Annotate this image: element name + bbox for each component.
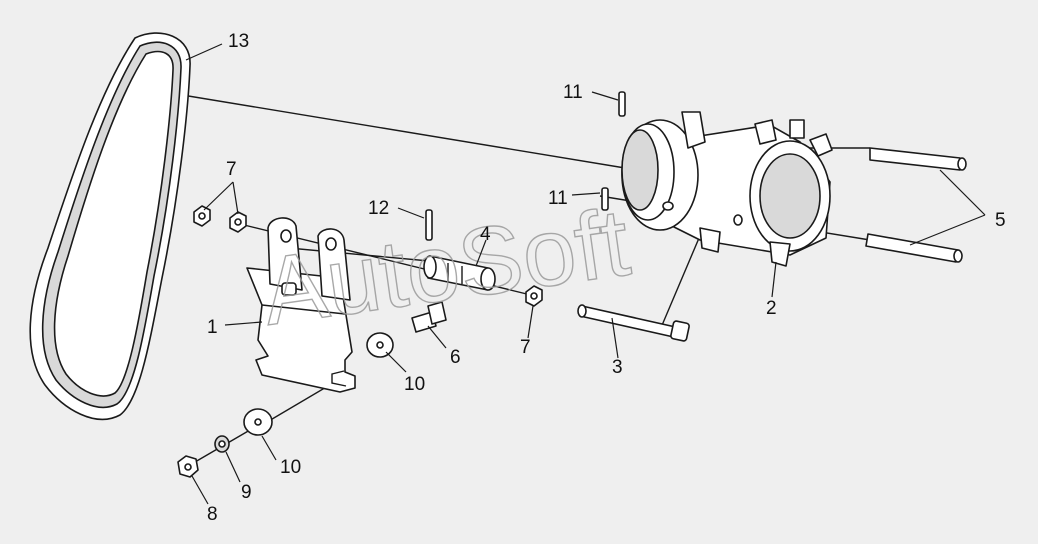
callout-7-upper: 7 — [226, 159, 237, 180]
stud-lower — [865, 233, 963, 263]
callout-13: 13 — [228, 31, 249, 52]
stud-upper — [869, 147, 967, 171]
pin-lower — [601, 187, 609, 211]
short-bolt — [411, 301, 447, 333]
callout-labels: 13 11 11 12 7 4 5 2 1 6 7 3 10 10 9 8 — [207, 31, 1006, 525]
callout-10-upper: 10 — [404, 374, 425, 395]
callout-3: 3 — [612, 357, 623, 378]
pin-upper — [618, 91, 626, 117]
callout-11-lower: 11 — [548, 188, 568, 209]
lock-washer — [214, 435, 230, 453]
compressor — [621, 111, 833, 267]
callout-4: 4 — [480, 224, 491, 245]
mounting-bracket — [246, 217, 356, 393]
nut-bottom — [177, 455, 199, 478]
nut-upper-right — [229, 211, 247, 233]
callout-8: 8 — [207, 504, 218, 525]
callout-12: 12 — [368, 198, 389, 219]
callout-1: 1 — [207, 317, 218, 338]
callout-5: 5 — [995, 210, 1006, 231]
callout-11-upper: 11 — [563, 82, 583, 103]
callout-2: 2 — [766, 298, 777, 319]
flat-washer-lower — [243, 408, 273, 436]
callout-6: 6 — [450, 347, 461, 368]
flat-washer-upper — [366, 332, 394, 358]
nut-upper-left — [193, 205, 211, 227]
leader-lines — [185, 43, 986, 505]
screw — [425, 209, 433, 241]
callout-10-lower: 10 — [280, 457, 301, 478]
nut-middle — [525, 285, 543, 307]
callout-9: 9 — [241, 482, 252, 503]
spacer-sleeve — [423, 255, 496, 291]
callout-7-middle: 7 — [520, 337, 531, 358]
watermark-text: AutoSoft — [256, 189, 636, 346]
pivot-bolt — [577, 304, 690, 342]
drive-belt — [29, 32, 191, 421]
